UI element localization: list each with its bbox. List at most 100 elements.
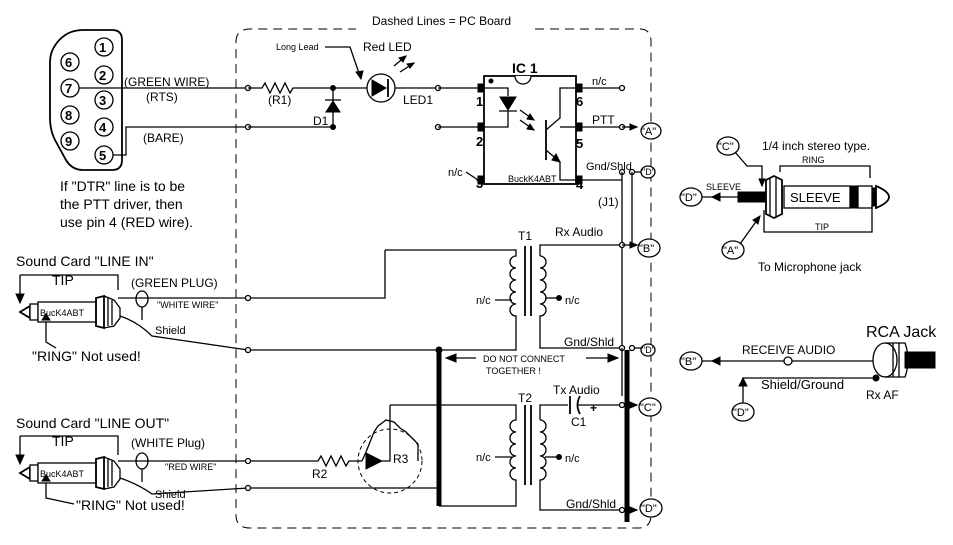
db9-pin-4: 4: [99, 120, 107, 135]
ic1-label: IC 1: [512, 60, 538, 76]
dtr-note-line1: If "DTR" line is to be: [60, 178, 185, 194]
rca-jack-body: [872, 342, 936, 382]
t1-secondary-nc: n/c: [565, 295, 580, 307]
db9-pin-7: 7: [65, 81, 72, 96]
db9-shell: [49, 29, 123, 171]
line-in-shield-wire: [119, 315, 249, 351]
long-lead-label: Long Lead: [276, 42, 319, 52]
shield-ground-label: Shield/Ground: [761, 377, 844, 392]
stereo-node-c: "C": [718, 141, 734, 153]
line-out-title: Sound Card "LINE OUT": [16, 415, 169, 431]
line-out-plug: BucK4ABT: [18, 455, 121, 491]
line-out-shield-label: Shield: [155, 489, 186, 501]
tx-node-c: "C": [640, 402, 656, 414]
t2-gnd-label: Gnd/Shld: [566, 497, 616, 511]
ic1-brand: BuckK4ABT: [508, 174, 557, 184]
ic1-pin2: 2: [476, 134, 483, 149]
ic1-pin5: 5: [576, 136, 583, 151]
r2-resistor: [250, 454, 362, 468]
t2-label: T2: [518, 391, 532, 405]
line-out-ring-note: "RING" Not used!: [76, 497, 185, 513]
t2-secondary-nc: n/c: [565, 453, 580, 465]
ic1-pin4: 4: [576, 177, 584, 192]
r1-resistor: [248, 81, 333, 95]
dtr-note-line2: the PTT driver, then: [60, 196, 183, 212]
dtr-note-line3: use pin 4 (RED wire).: [60, 214, 193, 230]
d1-label: D1: [313, 114, 329, 128]
line-in-plug-brand: BucK4ABT: [40, 308, 85, 318]
t1-primary-nc: n/c: [476, 295, 491, 307]
t1-secondary: [539, 255, 547, 336]
rx-node-b: "B": [639, 243, 654, 255]
t1-gnd-label: Gnd/Shld: [564, 335, 614, 349]
do-not-connect-label: DO NOT CONNECT: [483, 354, 565, 364]
ptt-label: PTT: [592, 113, 615, 127]
j1-label: (J1): [598, 195, 619, 209]
bare-wire: [113, 126, 248, 156]
stereo-node-a: "A": [723, 245, 738, 257]
rca-node-b: "B": [681, 356, 696, 368]
t2-secondary: [539, 419, 622, 511]
t1-primary: [385, 249, 517, 336]
ic1-pin3-nc: n/c: [448, 167, 463, 179]
led1-label: LED1: [403, 93, 433, 107]
stereo-sleeve-big: SLEEVE: [790, 190, 841, 205]
pin6-nc-label: n/c: [592, 76, 607, 88]
c1-plus: +: [590, 401, 597, 415]
receive-audio-label: RECEIVE AUDIO: [742, 343, 835, 357]
stereo-sleeve-small: SLEEVE: [706, 182, 741, 192]
line-in-tip-label: TIP: [52, 272, 74, 288]
ic1-body: [483, 75, 577, 185]
ic1-pin6: 6: [576, 94, 583, 109]
t2-primary: [439, 412, 517, 507]
pc-board-note: Dashed Lines = PC Board: [372, 14, 511, 28]
line-in-title: Sound Card "LINE IN": [16, 253, 154, 269]
line-in-plug-label: (GREEN PLUG): [131, 276, 218, 290]
ic1-pin1: 1: [476, 94, 483, 109]
red-led-label: Red LED: [363, 40, 412, 54]
line-out-plug-brand: BucK4ABT: [40, 469, 85, 479]
line-out-shield-wire: [119, 477, 249, 495]
stereo-plug: SLEEVE: [737, 174, 890, 220]
t2-primary-nc: n/c: [476, 452, 491, 464]
stereo-node-d: "D": [681, 192, 697, 204]
db9-pin-5: 5: [99, 148, 106, 163]
rx-audio-label: Rx Audio: [555, 225, 603, 239]
stereo-type-label: 1/4 inch stereo type.: [762, 139, 870, 153]
r2-label: R2: [312, 467, 328, 481]
line-in-wire-label: "WHITE WIRE": [157, 300, 218, 310]
line-in-plug: BucK4ABT: [18, 294, 121, 330]
c1-label: C1: [571, 415, 587, 429]
stereo-caption: To Microphone jack: [758, 260, 862, 274]
together-label: TOGETHER !: [486, 366, 541, 376]
db9-pin-8: 8: [65, 108, 72, 123]
db9-pin-1: 1: [99, 40, 106, 55]
db9-pin-6: 6: [65, 55, 72, 70]
pc-board-outline-top: [235, 28, 652, 529]
stereo-ring-small: RING: [802, 155, 825, 165]
gnd-node-d-3: "D": [641, 503, 657, 515]
db9-pin-3: 3: [99, 93, 106, 108]
stereo-tip-small: TIP: [815, 222, 829, 232]
db9-connector: 1 2 3 4 5 6 7 8 9: [49, 29, 123, 171]
line-out-wire-label: "RED WIRE": [165, 462, 216, 472]
rts-label: (RTS): [146, 90, 178, 104]
line-in-ring-note: "RING" Not used!: [32, 348, 141, 364]
gnd-node-d-1: "D": [642, 167, 655, 177]
line-out-tip-label: TIP: [52, 433, 74, 449]
tx-audio-label: Tx Audio: [553, 383, 600, 397]
db9-pin-2: 2: [99, 68, 106, 83]
gnd-node-d-2: "D": [642, 345, 655, 355]
ptt-node-a: "A": [641, 126, 656, 138]
rx-af-label: Rx AF: [866, 388, 899, 402]
t1-label: T1: [518, 229, 532, 243]
rca-node-d: "D": [733, 407, 749, 419]
bare-label: (BARE): [143, 131, 184, 145]
line-in-shield-label: Shield: [155, 325, 186, 337]
db9-pin-9: 9: [65, 134, 72, 149]
line-out-plug-label: (WHITE Plug): [131, 436, 205, 450]
ic1-pin3: 3: [476, 176, 483, 191]
r3-label: R3: [393, 452, 409, 466]
green-wire-label: (GREEN WIRE): [124, 75, 209, 89]
